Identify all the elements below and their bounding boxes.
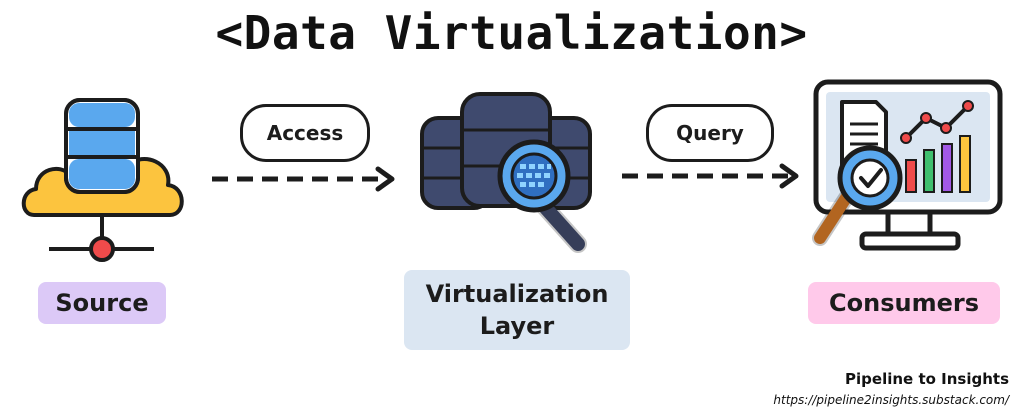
node-label-consumers: Consumers: [808, 282, 1000, 324]
node-label-source: Source: [38, 282, 166, 324]
node-label-line: Layer: [479, 312, 555, 340]
footer-url: https://pipeline2insights.substack.com/: [773, 393, 1009, 407]
dashed-arrow-icon: [622, 163, 799, 189]
edge-label-access: Access: [240, 104, 370, 162]
dashed-arrow-icon: [212, 166, 395, 192]
database-search-icon: [420, 92, 592, 253]
monitor-analytics-icon: [812, 79, 1003, 251]
node-label-line: Virtualization: [425, 280, 609, 308]
edge-label-text: Query: [676, 121, 744, 145]
edge-label-text: Access: [266, 121, 344, 145]
node-label-virtualization: Virtualization Layer: [404, 270, 630, 350]
footer-brand: Pipeline to Insights: [845, 370, 1009, 388]
edge-label-query: Query: [646, 104, 774, 162]
cloud-database-icon: [21, 98, 184, 262]
diagram-title: <Data Virtualization>: [215, 6, 808, 60]
